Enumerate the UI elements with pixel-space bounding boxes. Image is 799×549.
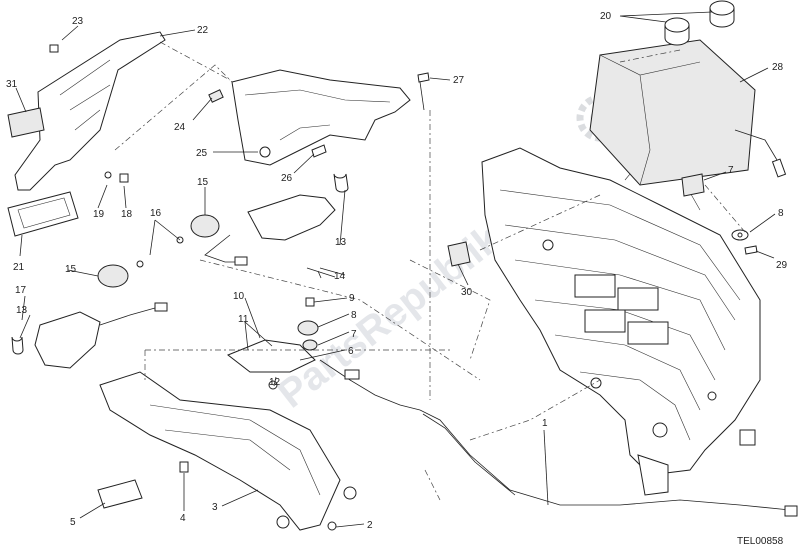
screw-27 [417, 72, 430, 111]
callout-labels: 1 2 3 4 5 6 7 7 8 8 9 10 11 12 13 13 14 … [6, 11, 788, 531]
callout-31: 31 [6, 79, 18, 90]
watermark-text: PartsRepublik [270, 216, 510, 417]
callout-8b: 8 [778, 208, 784, 219]
callout-8a: 8 [351, 310, 357, 321]
electronics-box [589, 0, 787, 186]
callout-19: 19 [93, 209, 105, 220]
watermark: PartsRepublik [270, 216, 510, 417]
callout-20: 20 [600, 11, 612, 22]
license-plate-holder [7, 31, 166, 237]
callout-16: 16 [150, 208, 162, 219]
callout-15a: 15 [197, 177, 209, 188]
callout-5: 5 [70, 517, 76, 528]
callout-13a: 13 [335, 237, 347, 248]
washer-and-screw-right [731, 229, 758, 255]
callout-4: 4 [180, 513, 186, 524]
turn-signal-upper [176, 173, 349, 266]
callout-24: 24 [174, 122, 186, 133]
callout-10: 10 [233, 291, 245, 302]
callout-14: 14 [334, 271, 346, 282]
wiring-cable [419, 409, 798, 517]
callout-25: 25 [196, 148, 208, 159]
callout-12: 12 [269, 377, 281, 388]
callout-2: 2 [367, 520, 373, 531]
rear-mudguard-bracket [97, 371, 357, 531]
callout-27: 27 [453, 75, 465, 86]
callout-1: 1 [542, 418, 548, 429]
callout-23: 23 [72, 16, 84, 27]
callout-22: 22 [197, 25, 209, 36]
tail-cover [208, 69, 411, 166]
rear-subframe [481, 147, 761, 496]
callout-26: 26 [281, 173, 293, 184]
callout-3: 3 [212, 502, 218, 513]
callout-17: 17 [15, 285, 27, 296]
callout-11: 11 [238, 314, 249, 325]
callout-29: 29 [776, 260, 788, 271]
callout-9: 9 [349, 293, 355, 304]
rubber-grommet-30 [447, 241, 471, 267]
callout-7a: 7 [351, 329, 357, 340]
callout-15b: 15 [65, 264, 77, 275]
callout-28: 28 [772, 62, 784, 73]
assembly-guide-lines [114, 41, 746, 501]
leader-lines [15, 11, 776, 528]
callout-30: 30 [461, 287, 473, 298]
callout-6: 6 [348, 346, 354, 357]
callout-18: 18 [121, 209, 133, 220]
callout-7b: 7 [728, 165, 734, 176]
drawing-code: TEL00858 [737, 536, 784, 547]
callout-13b: 13 [16, 305, 28, 316]
turn-signal-lower [11, 260, 168, 369]
license-light-bracket [227, 297, 421, 411]
callout-21: 21 [13, 262, 25, 273]
rubber-grommet-right [681, 173, 705, 197]
